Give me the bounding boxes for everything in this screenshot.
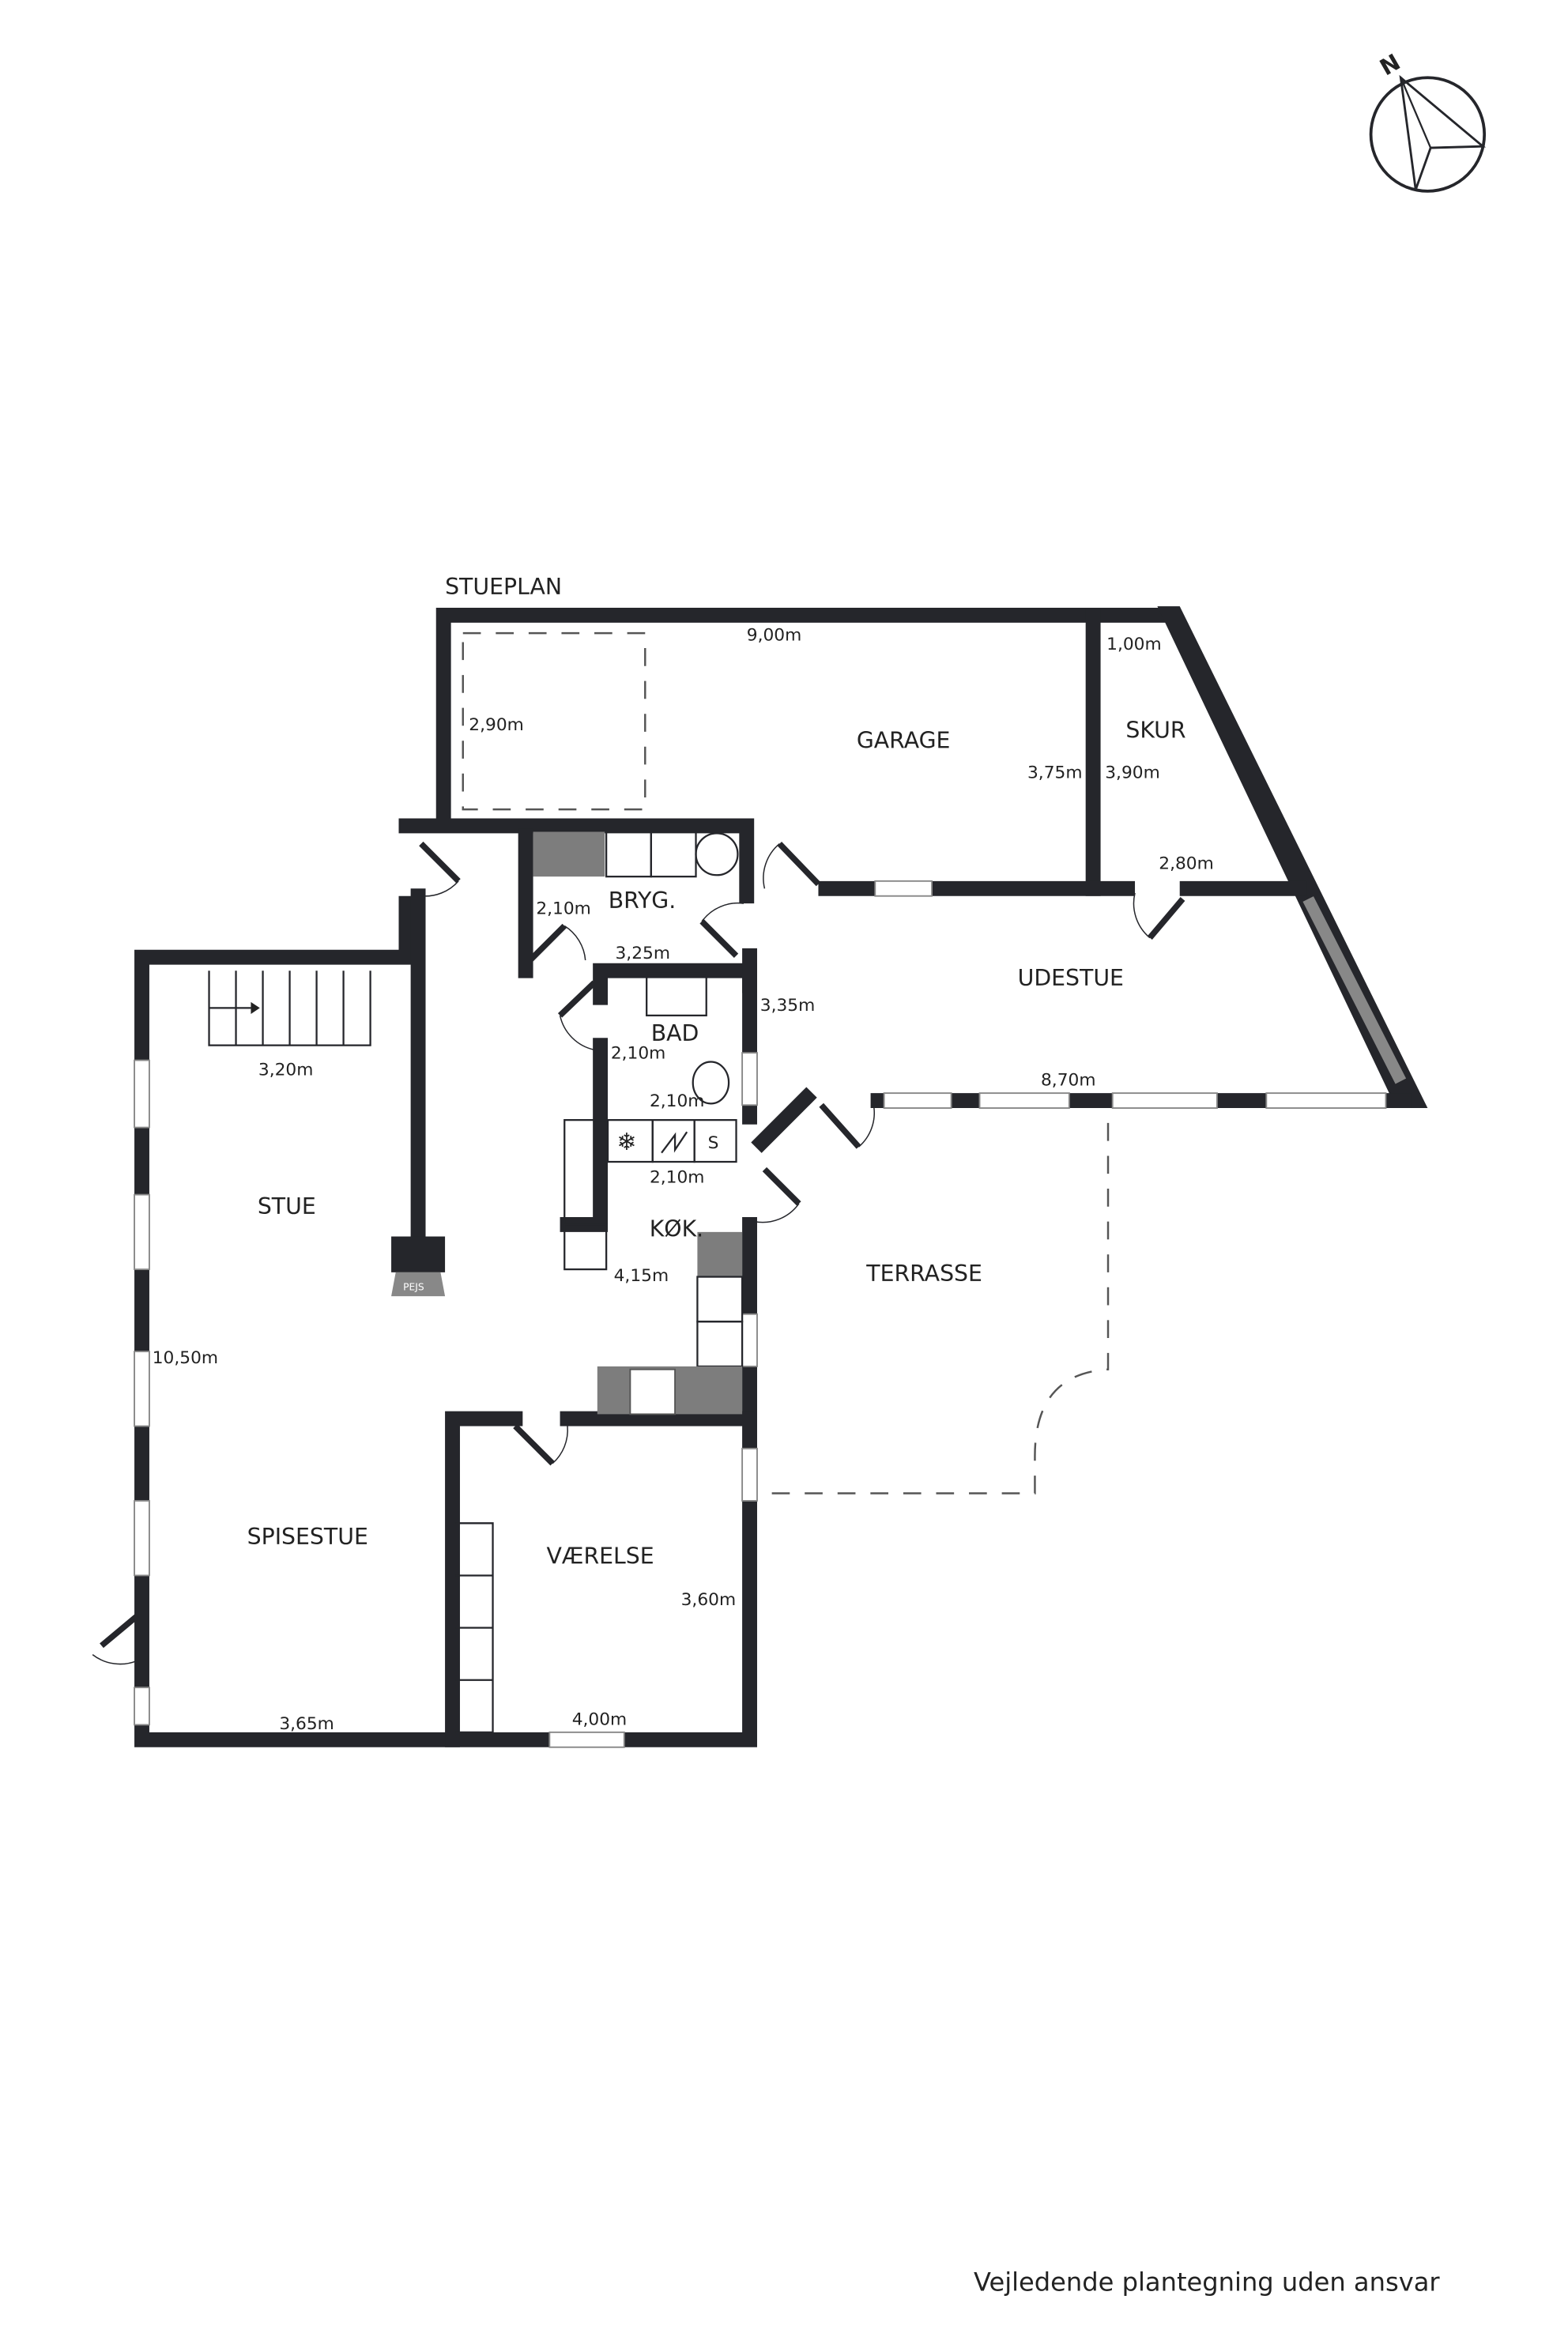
dim-garage-depth: 3,75m [1027,763,1083,782]
carport-outline [462,631,646,811]
dim-garage-width: 9,00m [747,626,802,646]
room-label-bryg: BRYG. [609,888,677,914]
plan-title: STUEPLAN [445,574,562,600]
dim-bryg-depth: 2,10m [536,899,591,918]
room-label-udestue: UDESTUE [1018,965,1124,991]
room-label-bad: BAD [651,1020,699,1046]
staircase [208,971,371,1046]
kitchen-appliance-row: ❄ S [606,1119,737,1163]
dim-bad-depth: 3,35m [760,996,816,1016]
disclaimer-footer: Vejledende plantegning uden ansvar [974,2267,1440,2297]
fireplace: PEJS [391,1236,446,1297]
compass-icon: N [1369,49,1487,193]
dim-bryg-width: 3,25m [615,944,670,963]
walls [134,606,1428,1747]
fireplace-label: PEJS [403,1282,424,1293]
dim-skur-depth: 3,90m [1105,763,1160,782]
doors [92,841,1185,1665]
dim-spisestue-width: 3,65m [279,1714,334,1734]
room-label-vaerelse: VÆRELSE [546,1543,654,1569]
freezer-icon: ❄ [616,1129,636,1155]
room-label-kok: KØK. [650,1216,703,1242]
room-label-terrasse: TERRASSE [865,1261,982,1287]
dim-kitchen-length: 4,15m [614,1266,669,1286]
dim-skur-top: 1,00m [1106,635,1162,654]
dim-bad-inner-b: 2,10m [650,1091,705,1111]
room-label-stue: STUE [258,1193,316,1219]
dim-udestue-width: 8,70m [1041,1071,1096,1091]
dim-stue-width: 3,20m [258,1060,314,1080]
room-label-spisestue: SPISESTUE [247,1524,368,1550]
dim-house-length: 10,50m [153,1348,218,1368]
room-label-skur: SKUR [1125,717,1185,743]
dim-bad-inner-a: 2,10m [611,1044,666,1064]
dim-vaerelse-depth: 3,60m [681,1590,737,1610]
dim-skur-bottom: 2,80m [1159,854,1214,874]
terrace-outline [756,1122,1110,1494]
dim-kitchen-row: 2,10m [650,1168,705,1188]
windows [134,880,1407,1748]
dim-carport-depth: 2,90m [469,715,524,735]
storage-label: S [708,1133,719,1153]
fixtures: ❄ S PEJS [208,831,744,1733]
dim-vaerelse-width: 4,00m [572,1709,628,1729]
room-label-garage: GARAGE [857,728,951,754]
